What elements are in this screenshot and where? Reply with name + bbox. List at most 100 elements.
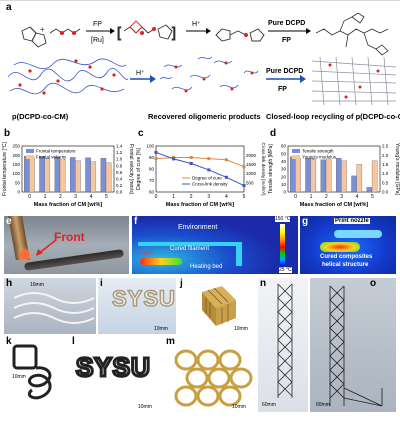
- printed-spirals: [13, 292, 95, 324]
- arrow-label-h: H⁺: [192, 21, 201, 28]
- dcpd-molecule: [21, 26, 47, 48]
- y-tick-label: 200: [12, 153, 20, 158]
- line-cross-link-density: [155, 151, 245, 187]
- y2-tick-label: 1.4: [116, 144, 123, 149]
- trigger-label: Trigger: [138, 250, 154, 256]
- point-degree-of-cure: [154, 157, 158, 161]
- panel-label-n: n: [260, 278, 267, 289]
- arrow-label-fp3: FP: [278, 86, 287, 93]
- scale-min-label: 25 °C: [279, 267, 292, 273]
- panel-label-d: d: [270, 128, 277, 139]
- copolymer-coil: [7, 58, 129, 95]
- svg-text:+: +: [40, 25, 45, 34]
- y-tick-label: 90: [149, 155, 155, 160]
- heating-bed-label: Heating bed: [190, 264, 223, 270]
- bar-frontal-velocity: [75, 160, 81, 193]
- cured-composites-label: Cured composites: [320, 254, 373, 260]
- print-nozzle-label: Print nozzle: [334, 218, 370, 224]
- panel-h: h 10mm: [4, 278, 96, 334]
- bar-tensile-strength: [320, 159, 327, 193]
- x-tick-label: 2: [59, 194, 62, 200]
- x-tick-label: 4: [90, 194, 93, 200]
- x-tick-label: 5: [243, 194, 246, 200]
- y-tick-label: 60: [149, 190, 155, 195]
- legend-label: Frontal velocity: [36, 155, 67, 160]
- bar-frontal-velocity: [29, 157, 35, 193]
- lattice-cube: [202, 286, 236, 326]
- panel-n: n 60mm: [258, 278, 308, 412]
- legend-swatch: [26, 155, 34, 159]
- y-tick-label: 10: [281, 182, 287, 187]
- ester-dots-1: [18, 59, 116, 95]
- x-tick-label: 3: [207, 194, 210, 200]
- copolymer-structure: [ ]: [117, 20, 176, 40]
- arrow-label-h2: H⁺: [136, 70, 145, 77]
- panel-label-a: a: [6, 2, 12, 13]
- front-label: Front: [54, 230, 85, 244]
- helix-spring: [12, 344, 52, 400]
- bar-frontal-temperature: [23, 155, 30, 193]
- panel-o: o 60mm: [310, 278, 396, 412]
- y2-tick-label: 1.2: [116, 150, 123, 155]
- x-axis-label: Mass fraction of CM [wt%]: [300, 202, 369, 208]
- legend-label: Tensile strength: [302, 149, 334, 154]
- x-tick-label: 1: [44, 194, 47, 200]
- oligomer-structure: [215, 28, 265, 42]
- y2-tick-label: 1.5: [382, 162, 389, 167]
- panel-e: e Front: [4, 216, 129, 274]
- scale-l: 10mm: [138, 404, 152, 410]
- legend-label: Cross-link density: [192, 182, 228, 187]
- bar-tensile-strength: [351, 175, 357, 193]
- y2-tick-label: 0.6: [116, 170, 123, 175]
- bar-young-s-modulus: [371, 160, 378, 193]
- y-tick-label: 0: [17, 190, 20, 195]
- sysu-text-i: SYSU: [111, 285, 176, 312]
- plot-frame: [155, 145, 245, 193]
- legend-label: Frontal temperature: [36, 149, 76, 154]
- scale-o: 60mm: [316, 402, 330, 408]
- y-tick-label: 80: [149, 167, 155, 172]
- bar-frontal-velocity: [59, 159, 66, 193]
- point-cross-link-density: [189, 161, 193, 165]
- y-tick-label: 250: [12, 144, 20, 149]
- x-tick-label: 1: [310, 194, 313, 200]
- panel-label-k: k: [6, 336, 12, 347]
- front-arrow: [36, 239, 57, 256]
- y2-tick-label: 1000: [246, 171, 257, 176]
- panel-label-j: j: [180, 278, 183, 289]
- y-tick-label: 50: [15, 180, 21, 185]
- y-tick-label: 50: [281, 151, 287, 156]
- panel-g: g Print nozzle Cured composites helical …: [300, 216, 396, 274]
- x-tick-label: 3: [340, 194, 343, 200]
- bar-frontal-temperature: [85, 157, 91, 193]
- scale-i: 10mm: [154, 326, 168, 332]
- bar-young-s-modulus: [295, 157, 301, 193]
- y2-axis-label: Young's modulus [GPa]: [394, 143, 400, 196]
- y2-tick-label: 1.0: [116, 157, 123, 162]
- color-scale-bar: [280, 224, 285, 266]
- x-tick-label: 2: [325, 194, 328, 200]
- x-tick-label: 5: [371, 194, 374, 200]
- bar-frontal-temperature: [69, 157, 76, 193]
- arrow-label-ru: [Ru]: [91, 37, 104, 44]
- point-degree-of-cure: [189, 156, 193, 159]
- caption-closed-loop: Closed-loop recycling of p(DCPD-co-CM): [266, 112, 400, 121]
- bar-frontal-velocity: [105, 162, 112, 193]
- network-structure: [315, 12, 389, 56]
- bar-frontal-velocity: [90, 161, 97, 193]
- y2-tick-label: 1500: [246, 162, 257, 167]
- cured-filament-label: Cured filament: [170, 246, 210, 252]
- panel-label-f: f: [134, 216, 138, 227]
- y2-tick-label: 0.5: [382, 180, 389, 185]
- y-axis-label: Tensile strength [MPa]: [268, 144, 274, 194]
- caption-copolymer: p(DCPD-co-CM): [12, 112, 69, 121]
- bar-tensile-strength: [366, 187, 373, 193]
- x-axis-label: Mass fraction of CM [wt%]: [166, 202, 235, 208]
- y2-axis-label: Cross-link density [mol/m³]: [261, 142, 266, 195]
- svg-text:[: [: [117, 24, 121, 40]
- y2-tick-label: 0.4: [116, 176, 123, 181]
- arrow-label-fp: FP: [93, 21, 102, 28]
- x-tick-label: 4: [225, 194, 228, 200]
- panel-k: k 10mm: [4, 336, 68, 412]
